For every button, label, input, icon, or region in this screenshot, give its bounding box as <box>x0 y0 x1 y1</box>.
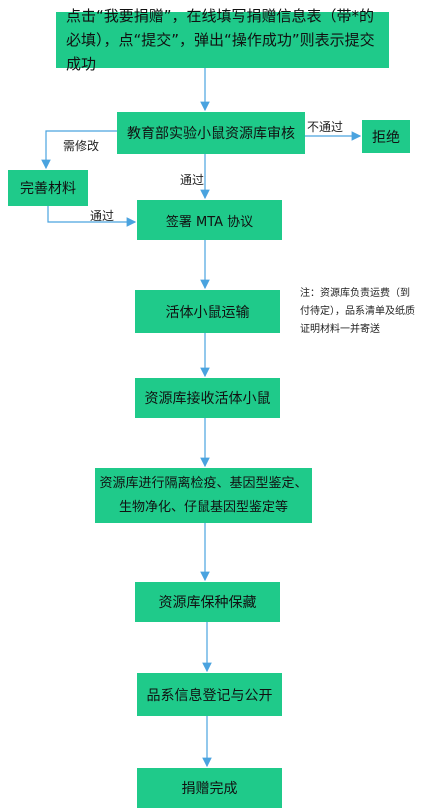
step-preserve: 资源库保种保藏 <box>135 582 280 622</box>
label-revise: 需修改 <box>63 139 100 153</box>
arrow-review-to-improve <box>41 130 117 170</box>
step-reject: 拒绝 <box>362 120 410 153</box>
step-reject-text: 拒绝 <box>372 129 400 146</box>
step-receive-text: 资源库接收活体小鼠 <box>144 391 271 407</box>
step-preserve-text: 资源库保种保藏 <box>158 595 257 611</box>
step-done-text: 捐赠完成 <box>181 781 238 797</box>
step-start: 点击“我要捐赠”，在线填写捐赠信息表（带*的必填），点“提交”，弹出“操作成功”… <box>56 7 389 73</box>
step-quarantine: 资源库进行隔离检疫、基因型鉴定、生物净化、仔鼠基因型鉴定等 <box>95 468 312 523</box>
step-improve-text: 完善材料 <box>20 181 76 197</box>
step-register-text: 品系信息登记与公开 <box>146 687 273 704</box>
shipping-note: 注：资源库负责运费（到付待定），品系清单及纸质证明材料一并寄送 <box>300 288 415 335</box>
step-sign: 签署 MTA 协议 <box>137 200 282 240</box>
label-fail: 不通过 <box>307 120 344 134</box>
step-review-text: 教育部实验小鼠资源库审核 <box>127 126 295 142</box>
step-review: 教育部实验小鼠资源库审核 <box>117 112 305 154</box>
step-sign-text: 签署 MTA 协议 <box>165 214 254 230</box>
step-receive: 资源库接收活体小鼠 <box>135 378 280 418</box>
step-register: 品系信息登记与公开 <box>137 673 282 716</box>
label-pass-improve: 通过 <box>90 209 115 223</box>
arrow-improve-to-sign <box>47 206 137 227</box>
step-transport: 活体小鼠运输 <box>135 290 280 333</box>
label-pass-review: 通过 <box>180 173 205 187</box>
step-transport-text: 活体小鼠运输 <box>165 304 250 321</box>
step-improve: 完善材料 <box>8 170 88 206</box>
step-done: 捐赠完成 <box>137 768 282 808</box>
step-start-text: 点击“我要捐赠”，在线填写捐赠信息表（带*的必填），点“提交”，弹出“操作成功”… <box>66 7 375 73</box>
step-quarantine-text: 资源库进行隔离检疫、基因型鉴定、生物净化、仔鼠基因型鉴定等 <box>99 475 308 515</box>
